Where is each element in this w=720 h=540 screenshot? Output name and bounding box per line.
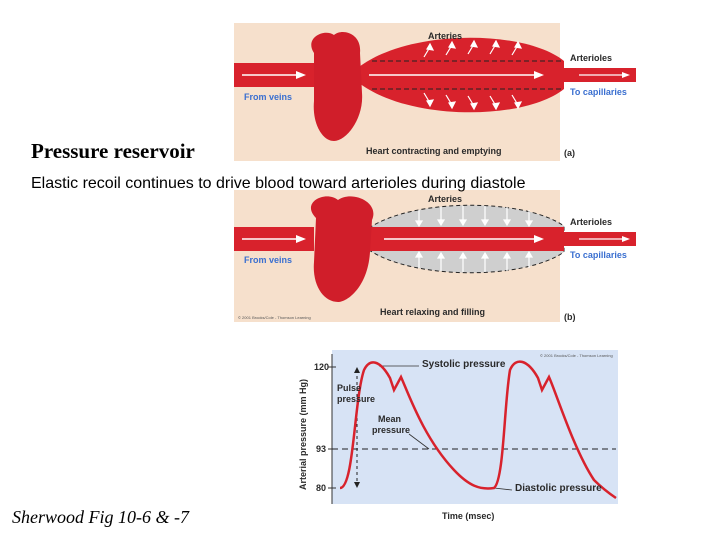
diastolic-pointer	[493, 487, 513, 491]
letter-a: (a)	[564, 148, 575, 158]
pressure-graph	[328, 354, 617, 504]
pressure-graph-bg	[332, 350, 618, 504]
label-pulse-line1: Pulse	[337, 383, 362, 393]
label-mean-line1: Mean	[378, 414, 402, 424]
label-to-capillaries-a: To capillaries	[570, 87, 627, 97]
y-axis-label: Arterial pressure (mm Hg)	[298, 378, 308, 490]
label-diastolic: Diastolic pressure	[515, 483, 602, 494]
caption-b: Heart relaxing and filling	[380, 307, 486, 317]
heart-contracting	[311, 32, 363, 141]
panel-b-illustration	[234, 196, 636, 302]
pressure-waveform	[339, 360, 617, 500]
panel-a-illustration	[234, 32, 636, 141]
label-mean-line2: pressure	[372, 425, 411, 435]
ytick-label-93: 93	[316, 444, 327, 454]
ytick-label-120: 120	[314, 362, 330, 372]
caption-a: Heart contracting and emptying	[366, 146, 502, 156]
letter-b: (b)	[564, 312, 576, 322]
heart-relaxing	[310, 196, 374, 302]
copyright-graph: © 2001 Brooks/Cole - Thomson Learning	[540, 353, 613, 358]
ytick-label-80: 80	[316, 483, 327, 493]
label-arterioles-b: Arterioles	[570, 217, 613, 227]
label-arteries-a: Arteries	[428, 31, 463, 41]
x-axis-label: Time (msec)	[442, 511, 495, 521]
copyright-b: © 2001 Brooks/Cole - Thomson Learning	[238, 315, 311, 320]
label-arteries-b: Arteries	[428, 194, 463, 204]
label-to-capillaries-b: To capillaries	[570, 250, 627, 260]
figure-citation: Sherwood Fig 10-6 & -7	[12, 507, 189, 527]
label-from-veins-a: From veins	[244, 92, 293, 102]
label-systolic: Systolic pressure	[422, 359, 506, 370]
slide-subheading: Elastic recoil continues to drive blood …	[31, 175, 526, 192]
label-from-veins-b: From veins	[244, 255, 293, 265]
label-pulse-line2: pressure	[337, 394, 376, 404]
slide-heading: Pressure reservoir	[31, 139, 195, 163]
label-arterioles-a: Arterioles	[570, 53, 613, 63]
mean-pointer	[408, 433, 430, 450]
